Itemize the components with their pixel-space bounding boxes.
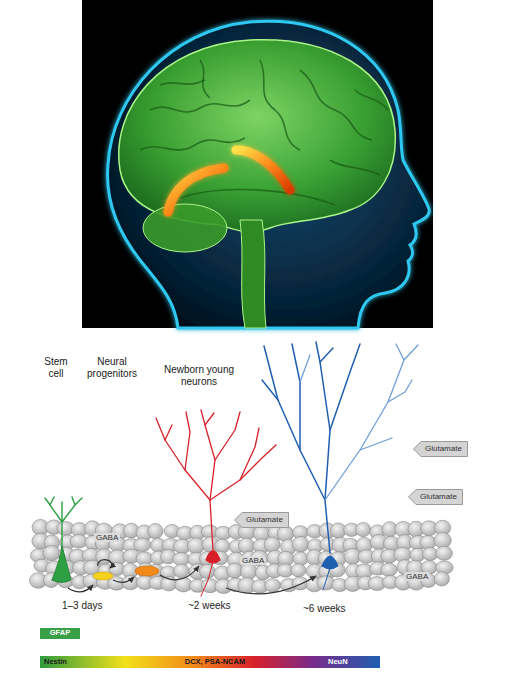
transmitter-arrow: Glutamate [408,489,463,505]
granule-cell [70,534,87,548]
time-label: ~6 weeks [303,603,346,615]
transmitter-name: Glutamate [425,445,462,454]
progenitor-cell [93,572,113,580]
transmitter-name: Glutamate [420,493,457,502]
transmitter-name: Glutamate [246,516,283,525]
marker-name: GFAP [50,629,70,637]
cerebellum [143,204,227,252]
granule-cell [293,552,308,566]
granule-cell [356,522,371,536]
time-label: ~2 weeks [188,600,231,612]
brain-cortex [119,40,396,232]
transmitter-label: GABA [240,556,266,565]
time-label: 1–3 days [62,600,103,612]
progenitor-cell [135,566,159,576]
brainstem [240,220,266,328]
hippocampus [168,150,290,212]
brain-picture [82,0,433,328]
arrow-body [414,442,468,457]
granule-cell [292,536,309,552]
arrow-body [235,513,289,528]
picture-ground [82,0,433,328]
transmitter-arrow: Glutamate [413,441,468,457]
granule-cell [265,579,281,592]
granule-cell [43,545,60,560]
arrow-body [409,490,463,505]
granule-cell [240,563,257,579]
granule-cell [227,563,243,578]
marker-name: DCX, PSA-NCAM [185,658,245,666]
granule-cell [199,564,215,578]
marker-name: NeuN [328,658,348,666]
transmitter-arrow: Glutamate [234,512,289,528]
granule-cell [291,564,306,577]
progression-arrow [68,560,316,594]
transmitter-label: GABA [94,533,120,542]
granule-cell [215,539,230,553]
granule-cell [434,572,449,586]
stage-label: Neural progenitors [80,356,144,379]
granule-cell [277,526,294,542]
granule-cell [434,532,451,548]
head-outline [108,21,430,328]
stem-cell [45,497,82,583]
stage-label: Stem cell [36,356,76,379]
transmitter-label: GABA [404,572,430,581]
marker-band: GFAP [40,628,80,639]
granule-cell-layer [29,519,453,593]
mature-neuron [262,342,418,590]
newborn-neuron [156,410,276,596]
granule-cell [148,523,163,538]
granule-cell [134,538,151,551]
granule-cell [381,563,397,576]
granule-cell [436,546,453,560]
brain-gyri [140,60,388,205]
granule-cell [264,537,280,552]
marker-band: Nestin DCX, PSA-NCAM NeuN [40,656,380,668]
granule-cell [238,538,254,553]
granule-cell [174,564,190,578]
granule-cell [420,535,436,549]
stage-label: Newborn young neurons [160,364,238,387]
marker-name: Nestin [44,658,67,666]
